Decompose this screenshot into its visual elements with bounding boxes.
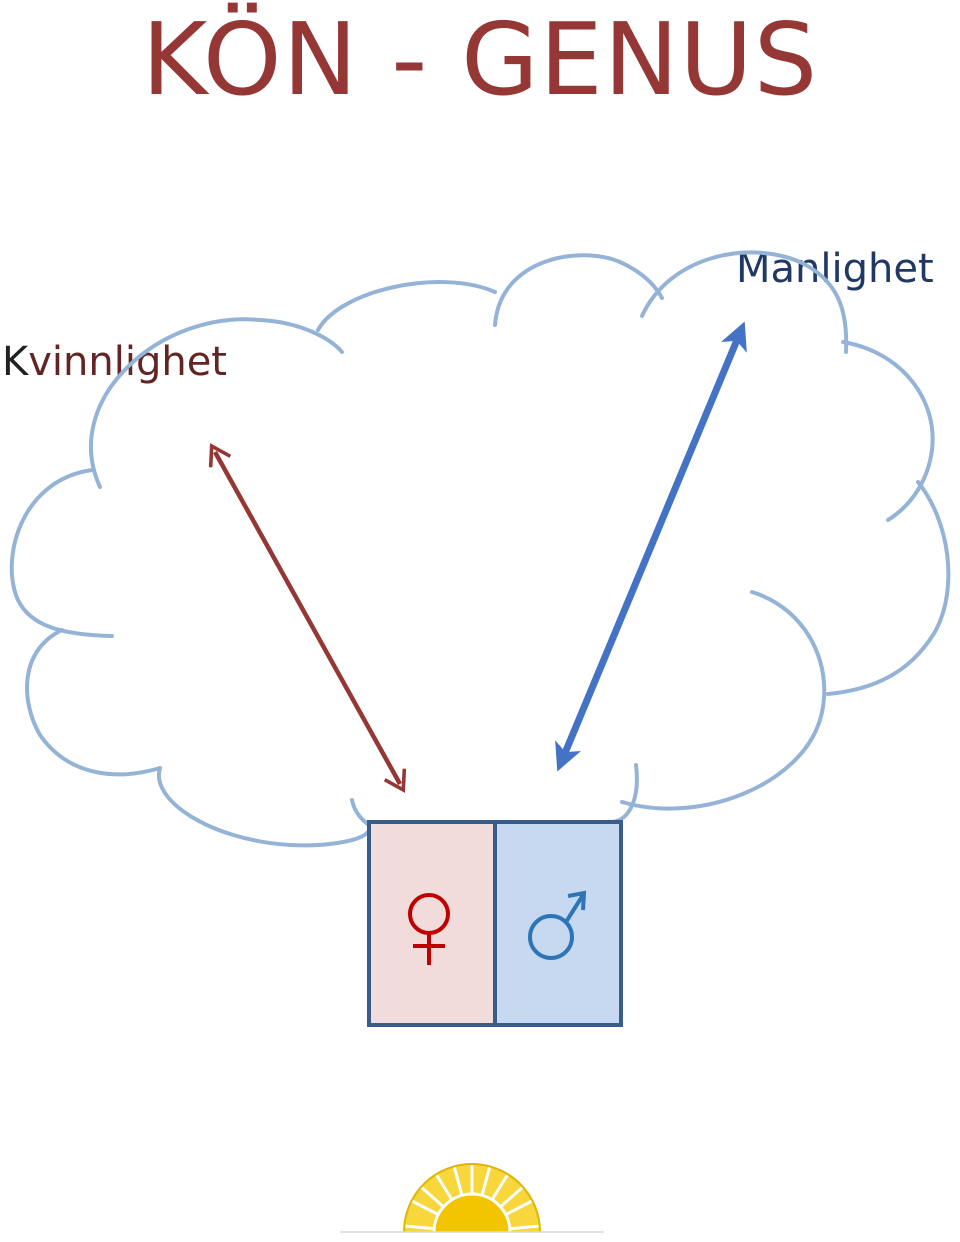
label-kvinnlighet: Kvinnlighet	[2, 338, 227, 386]
venus-icon	[408, 893, 450, 965]
female-box	[369, 822, 495, 1025]
label-kvinnlighet-initial: K	[2, 339, 29, 385]
manlighet-arrow	[555, 321, 747, 772]
kvinnlighet-arrow	[208, 443, 407, 793]
label-kvinnlighet-rest: vinnlighet	[28, 339, 227, 385]
page-title: KÖN - GENUS	[141, 1, 819, 118]
sex-box	[367, 820, 623, 1027]
cloud-shape	[9, 250, 951, 848]
male-box	[495, 822, 621, 1025]
mars-icon	[528, 890, 587, 960]
sun-logo-icon	[403, 1163, 541, 1232]
